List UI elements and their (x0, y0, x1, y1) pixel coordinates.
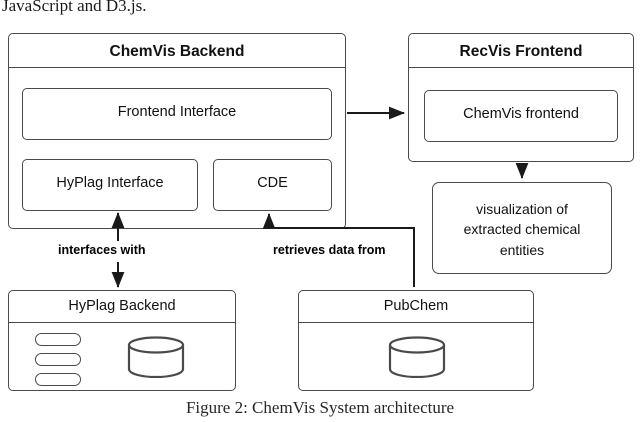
hyplag-backend-divider (9, 322, 235, 323)
recvis-frontend-title: RecVis Frontend (459, 43, 583, 60)
chemvis-frontend-box: ChemVis frontend (424, 90, 618, 142)
pubchem-box: PubChem (298, 290, 534, 391)
visualization-line-3: entities (499, 241, 545, 258)
database-icon (388, 336, 446, 378)
frontend-interface-label: Frontend Interface (117, 104, 237, 120)
list-item (35, 333, 81, 346)
pubchem-label: PubChem (383, 298, 449, 314)
chemvis-backend-title: ChemVis Backend (109, 43, 245, 60)
cde-label: CDE (257, 175, 288, 191)
hyplag-interface-label: HyPlag Interface (56, 175, 164, 191)
list-item (35, 373, 81, 386)
chemvis-backend-divider (9, 67, 345, 68)
cde-box: CDE (213, 159, 332, 211)
recvis-frontend-divider (409, 67, 633, 68)
visualization-text: visualization of extracted chemical enti… (433, 199, 611, 260)
pubchem-divider (299, 322, 533, 323)
hyplag-backend-box: HyPlag Backend (8, 290, 236, 391)
figure-caption: Figure 2: ChemVis System architecture (185, 398, 455, 417)
visualization-line-2: extracted chemical (463, 221, 581, 238)
visualization-box: visualization of extracted chemical enti… (432, 182, 612, 274)
hyplag-backend-label: HyPlag Backend (68, 298, 176, 314)
database-icon (127, 336, 185, 378)
annotation-retrieves-data-from: retrieves data from (273, 243, 386, 257)
hyplag-interface-box: HyPlag Interface (22, 159, 198, 211)
list-item (35, 353, 81, 366)
body-text-line: JavaScript and D3.js. (2, 0, 147, 15)
frontend-interface-box: Frontend Interface (22, 88, 332, 140)
visualization-line-1: visualization of (476, 201, 568, 217)
chemvis-frontend-label: ChemVis frontend (463, 106, 579, 122)
annotation-interfaces-with: interfaces with (58, 243, 146, 257)
